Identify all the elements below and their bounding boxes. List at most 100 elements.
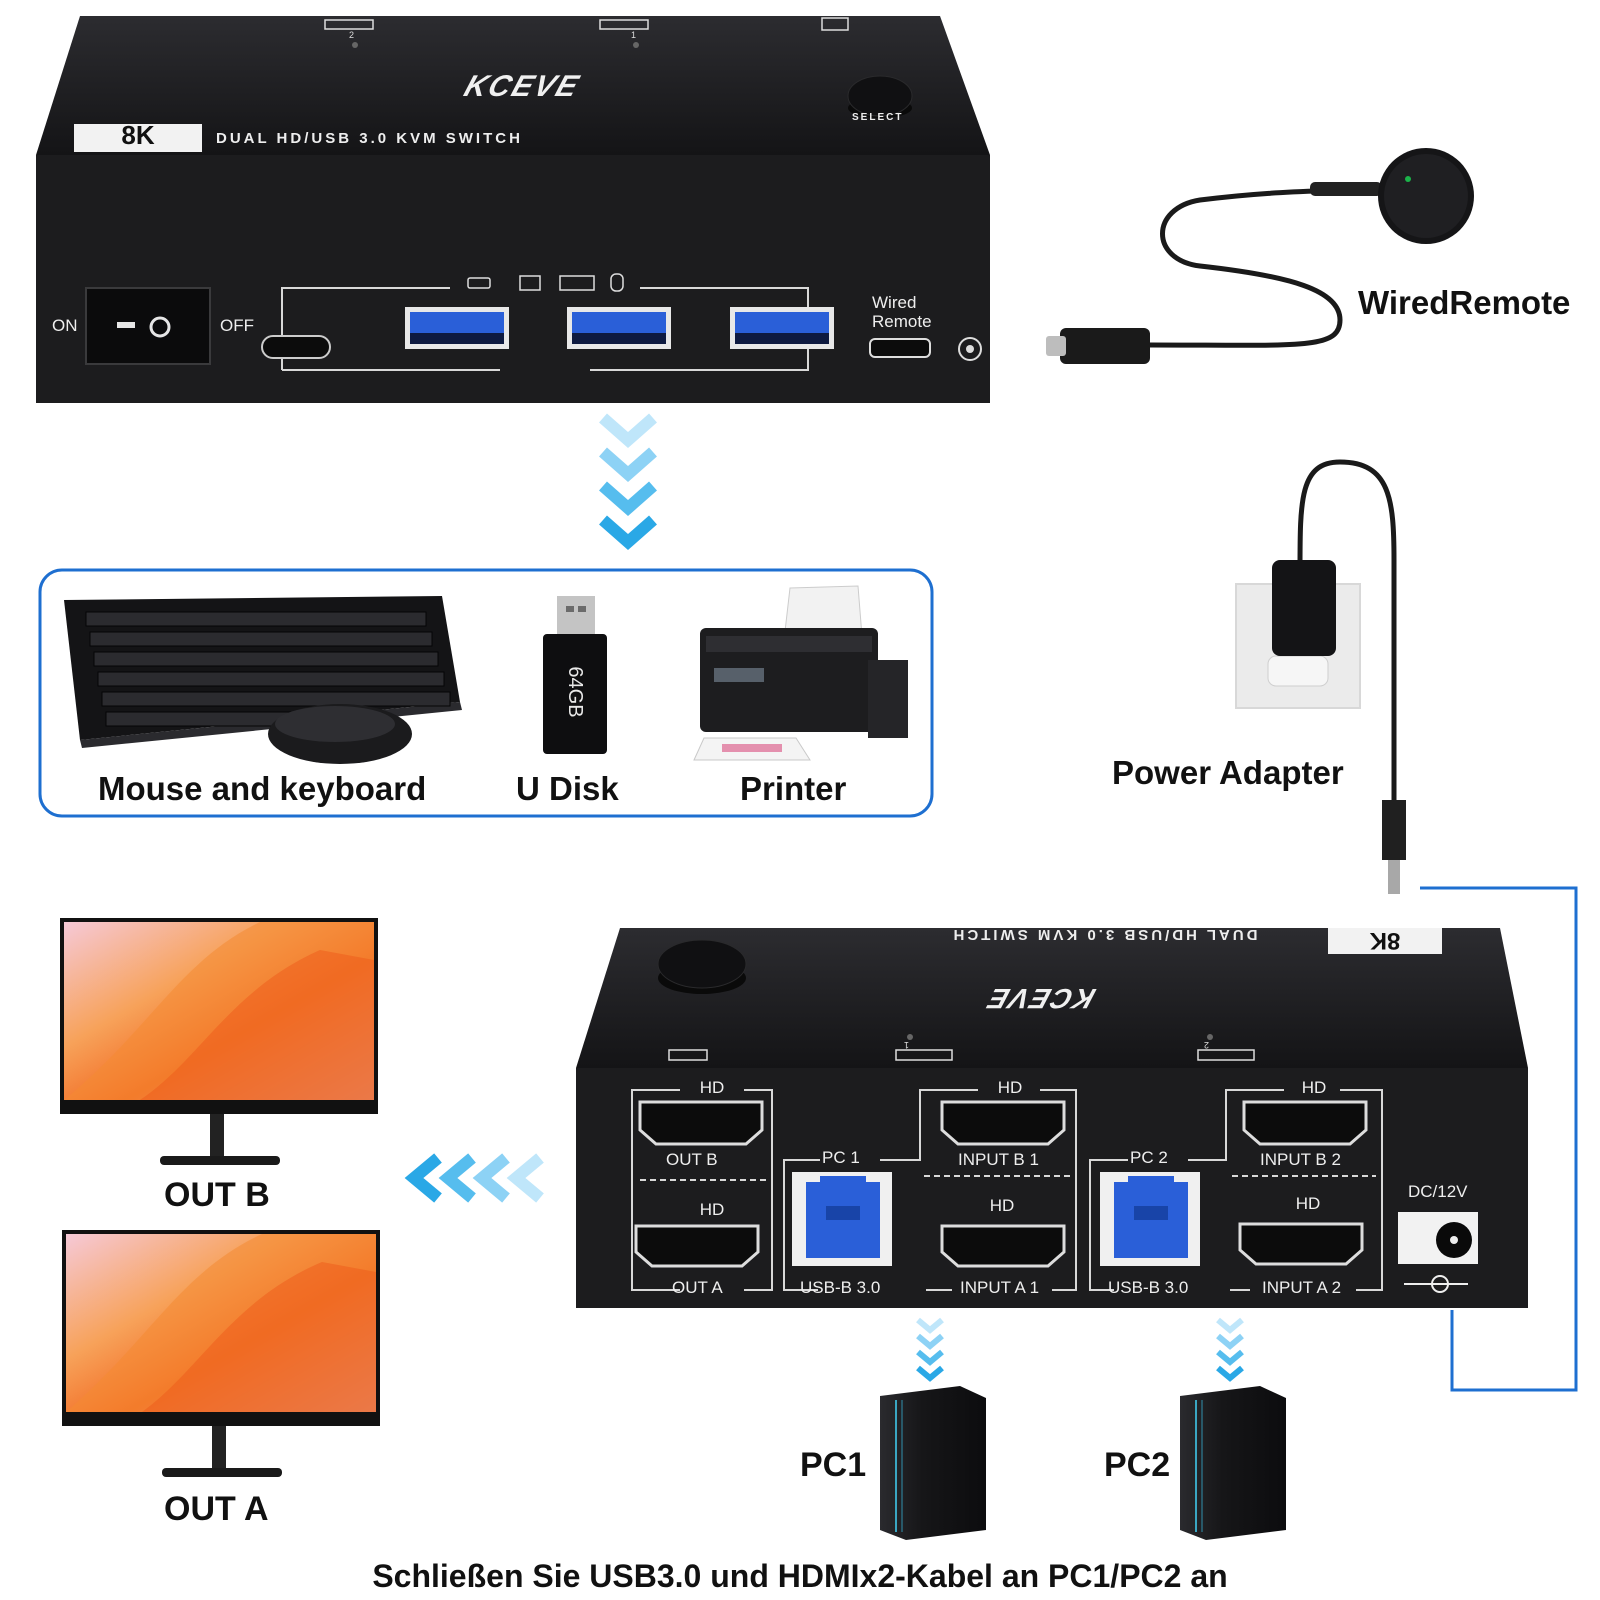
hdmi-port-input-b1[interactable] [940,1100,1066,1146]
hdmi-port-input-a2[interactable] [1238,1222,1364,1266]
usb-cable-icon [467,277,491,289]
pc1-port-label: PC 1 [822,1148,860,1167]
switch-on-mark [117,322,135,328]
bracket-line [1089,1159,1128,1291]
hdmi-port-out-b[interactable] [638,1100,764,1146]
usb-a-port-1[interactable] [405,307,509,349]
pc2-tower [1180,1386,1286,1540]
usb-c-port[interactable] [261,335,331,359]
label-out-b: OUT B [164,1176,270,1214]
dc-12v-label: DC/12V [1408,1182,1468,1201]
top-switch-front [36,155,990,403]
hdmi-port-out-a[interactable] [634,1224,760,1268]
power-adapter-image [1235,459,1406,894]
usb-a-port-2[interactable] [567,307,671,349]
monitor-out-a [62,1230,380,1477]
remote-mark-icon [668,1049,708,1061]
remote-mark-icon [821,17,849,31]
down-arrows-pc [916,1317,1244,1382]
hdmi-mark-icon [599,19,649,30]
bottom-switch-title: DUAL HD/USB 3.0 KVM SWITCH [950,926,1258,943]
bracket-line [783,1159,820,1291]
bracket-line [880,1089,978,1161]
badge-8k [74,124,202,152]
label-out-a: OUT A [164,1490,269,1528]
select-knob[interactable] [657,939,747,989]
bracket-line [1040,1089,1077,1291]
bottom-switch-lid [576,928,1528,1068]
power-switch[interactable] [85,287,211,365]
label-printer: Printer [740,770,847,807]
usb-b-port-pc1[interactable] [792,1172,892,1266]
usb-b-pc2-label: USB-B 3.0 [1108,1278,1189,1297]
hdmi-port-input-a1[interactable] [940,1224,1066,1268]
port-number-1: 1 [631,30,637,40]
footer-instruction: Schließen Sie USB3.0 und HDMIx2-Kabel an… [372,1558,1228,1594]
usb-b-pc1-label: USB-B 3.0 [800,1278,881,1297]
top-kvm-switch [36,16,990,403]
top-switch-lid [36,16,990,155]
led-1-icon [633,42,639,48]
bottom-kvm-switch [576,928,1528,1308]
bottom-brand-logo: KCEVE [982,983,1100,1014]
keyboard-image [64,596,462,764]
hdmi-mark-icon [895,1049,953,1061]
hd-label: HD [1295,1194,1321,1213]
dc-polarity-icon [1404,1275,1468,1293]
hdmi-mark-icon [1197,1049,1255,1061]
switch-off-mark [149,316,171,338]
wired-remote-port-label: Wired Remote [872,293,932,331]
dc-plug [1388,860,1400,894]
printer-icon [519,275,541,291]
brand-logo: KCEVE [460,70,585,103]
label-pc1: PC1 [800,1446,867,1484]
select-knob[interactable] [847,75,913,117]
port-number-2: 2 [1204,1040,1210,1050]
hd-label: HD [699,1200,725,1219]
down-arrows [599,413,657,550]
pc1-tower [880,1386,986,1540]
power-connection-line [1420,886,1578,1392]
label-wired-remote: WiredRemote [1358,284,1571,321]
usb-capacity: 64GB [564,666,586,718]
wired-remote-image [1046,148,1474,364]
label-power-adapter: Power Adapter [1112,754,1344,791]
badge-8k [1328,928,1442,954]
led-2-icon [1207,1034,1213,1040]
bracket-line [744,1089,773,1291]
off-label: OFF [220,316,254,335]
remote-port-icon [958,337,982,361]
hdmi-port-input-b2[interactable] [1242,1100,1368,1146]
usb-b-port-pc2[interactable] [1100,1172,1200,1266]
pc2-port-label: PC 2 [1130,1148,1168,1167]
switch-title: DUAL HD/USB 3.0 KVM SWITCH [216,130,523,147]
select-label: SELECT [852,112,904,123]
led-2-icon [352,42,358,48]
dc-12v-port[interactable] [1398,1212,1478,1264]
usb-drive-image [543,596,607,754]
label-mouse-keyboard: Mouse and keyboard [98,770,427,807]
input-a1-label: INPUT A 1 [960,1278,1040,1297]
hd-label: HD [699,1078,725,1097]
adapter-brick [1272,560,1336,656]
port-number-2: 2 [349,30,355,40]
badge-8k-text: 8K [121,120,155,150]
port-number-1: 1 [904,1040,910,1050]
usb-a-port-3[interactable] [730,307,834,349]
input-b1-label: INPUT B 1 [958,1150,1039,1169]
wired-remote-port[interactable] [869,338,931,358]
input-a2-label: INPUT A 2 [1262,1278,1342,1297]
left-arrows [404,1153,544,1203]
mouse-icon [610,273,624,292]
hd-label: HD [997,1078,1023,1097]
bracket-line [1340,1089,1383,1291]
on-label: ON [52,316,78,335]
hd-label: HD [989,1196,1015,1215]
bracket-line [631,1089,680,1291]
bracket-line [1188,1089,1284,1161]
monitor-out-b [60,918,378,1165]
keyboard-icon [559,275,595,291]
input-b2-label: INPUT B 2 [1260,1150,1341,1169]
printer-image [693,585,908,761]
